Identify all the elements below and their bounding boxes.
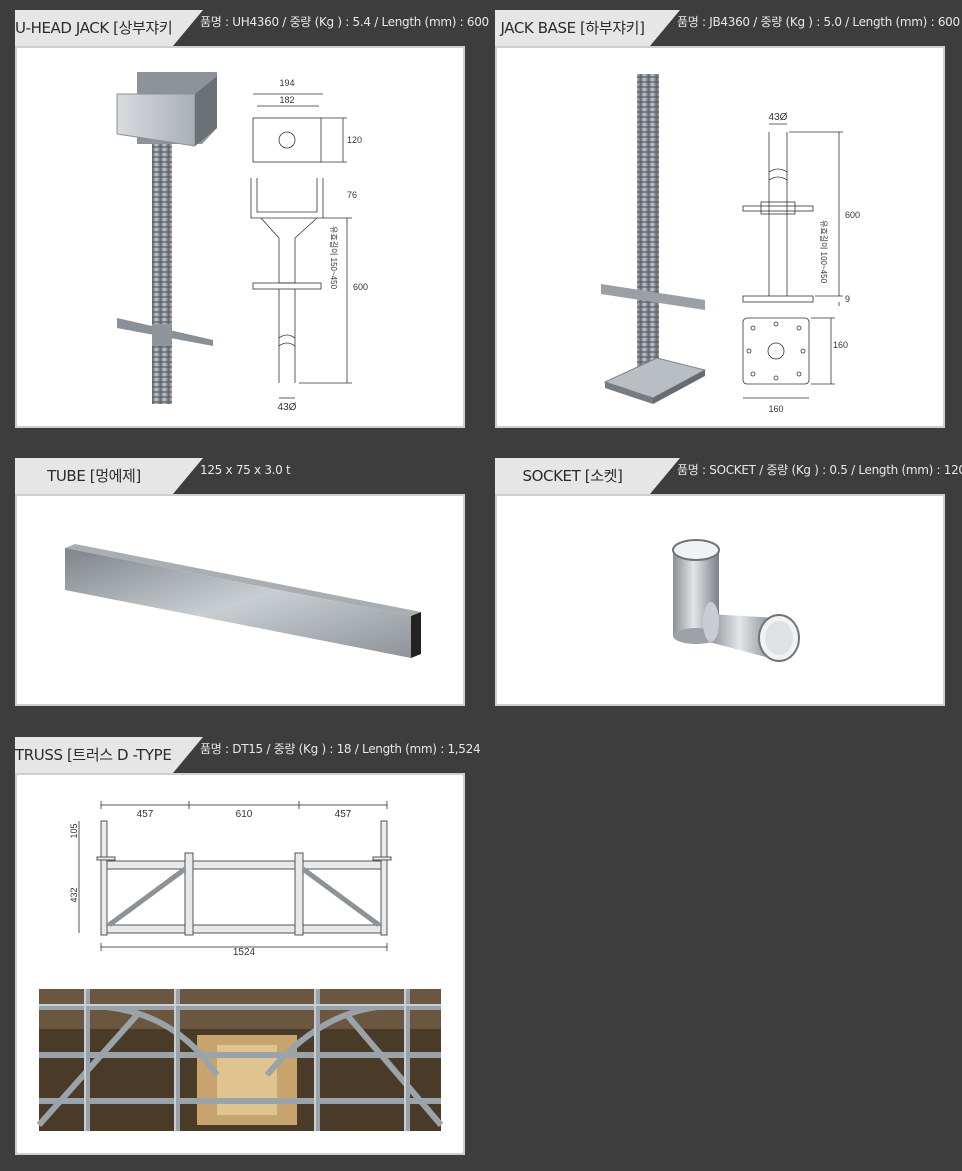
- product-card-uhead: U-HEAD JACK [상부쟈키] 품명 : UH4360 / 중량 (Kg …: [15, 10, 489, 428]
- uhead-jack-drawing: 194 182 120 76 600 43Ø 유효길이 150~450: [116, 72, 368, 413]
- product-title: TUBE [멍에제]: [15, 458, 203, 494]
- product-spec: 품명 : JB4360 / 중량 (Kg ) : 5.0 / Length (m…: [677, 15, 960, 29]
- dim-stroke: 유효길이 150~450: [329, 226, 339, 290]
- socket-image: [672, 539, 800, 662]
- handle-nut: [601, 284, 705, 310]
- dim-stroke: 유효길이 100~450: [819, 220, 829, 284]
- dim-diameter: 43Ø: [278, 402, 297, 413]
- dim-plate-size-h: 160: [768, 404, 783, 414]
- threaded-rod: [152, 136, 172, 404]
- dim-diameter: 43Ø: [769, 112, 788, 123]
- product-image-panel: 194 182 120 76 600 43Ø 유효길이 150~450: [15, 46, 465, 428]
- truss-installation-photo: [36, 989, 444, 1131]
- product-image-panel: 457 610 457 105 432 1524: [15, 773, 465, 1155]
- uhead-dimension-drawing: [250, 93, 352, 399]
- dim-inner-width: 182: [279, 95, 294, 105]
- product-card-socket: SOCKET [소켓] 품명 : SOCKET / 중량 (Kg ) : 0.5…: [495, 458, 962, 706]
- dim-total-length: 1524: [233, 947, 256, 958]
- dim-base-thickness: 9: [845, 294, 850, 304]
- product-title: SOCKET [소켓]: [495, 458, 680, 494]
- product-title: TRUSS [트러스 D -TYPE]: [15, 737, 203, 773]
- dim-u-height: 76: [347, 190, 357, 200]
- product-image-panel: [495, 494, 945, 706]
- product-spec: 125 x 75 x 3.0 t: [200, 463, 291, 477]
- dim-plate-size-v: 160: [833, 340, 848, 350]
- truss-dimension-drawing: [78, 801, 392, 951]
- dim-seg-mid: 610: [236, 809, 253, 820]
- dim-seg-right: 457: [335, 809, 352, 820]
- dim-length: 600: [353, 282, 368, 292]
- dim-top-height: 105: [69, 823, 79, 838]
- dim-height: 432: [69, 887, 79, 902]
- jack-base-drawing: 43Ø 600 9 160 160 유효길이 100~450: [601, 74, 860, 414]
- product-card-tube: TUBE [멍에제] 125 x 75 x 3.0 t: [15, 458, 465, 706]
- product-image-panel: 43Ø 600 9 160 160 유효길이 100~450: [495, 46, 945, 428]
- product-card-jackbase: JACK BASE [하부쟈키] 품명 : JB4360 / 중량 (Kg ) …: [495, 10, 960, 428]
- product-spec: 품명 : SOCKET / 중량 (Kg ) : 0.5 / Length (m…: [677, 463, 962, 477]
- dim-length: 600: [845, 210, 860, 220]
- tube-image: [65, 544, 421, 658]
- product-card-truss: TRUSS [트러스 D -TYPE] 품명 : DT15 / 중량 (Kg )…: [15, 737, 481, 1155]
- jackbase-dimension-drawing: [742, 123, 843, 399]
- product-title: U-HEAD JACK [상부쟈키]: [15, 10, 203, 46]
- dim-plate-height: 120: [347, 135, 362, 145]
- dim-seg-left: 457: [137, 809, 154, 820]
- dim-top-width: 194: [279, 78, 294, 88]
- product-title: JACK BASE [하부쟈키]: [495, 10, 680, 46]
- threaded-rod: [637, 74, 659, 384]
- product-spec: 품명 : UH4360 / 중량 (Kg ) : 5.4 / Length (m…: [200, 15, 489, 29]
- truss-drawing: 457 610 457 105 432 1524: [36, 801, 444, 1131]
- product-image-panel: [15, 494, 465, 706]
- product-spec: 품명 : DT15 / 중량 (Kg ) : 18 / Length (mm) …: [200, 742, 481, 756]
